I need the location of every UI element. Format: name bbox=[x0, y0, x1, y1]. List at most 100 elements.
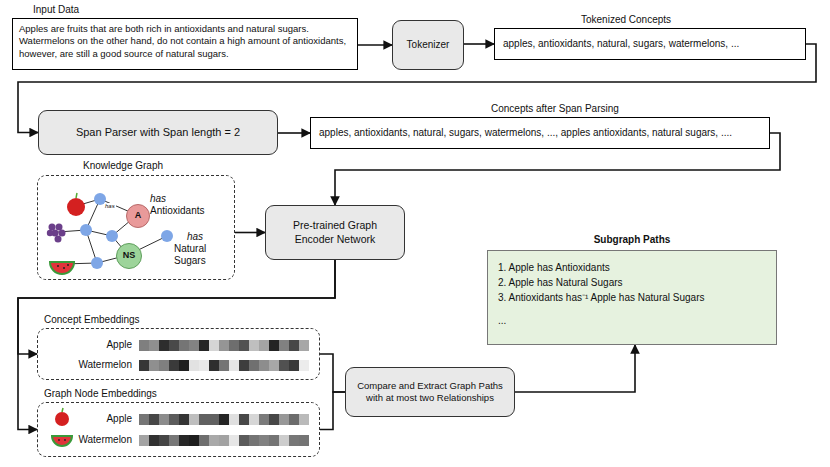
embedding-cell bbox=[249, 340, 259, 351]
node-text: Compare and Extract Graph Paths with at … bbox=[352, 380, 508, 404]
embedding-cell bbox=[219, 435, 229, 446]
embedding-cell bbox=[259, 414, 269, 425]
graph-nodes bbox=[80, 193, 173, 269]
embedding-cell bbox=[239, 340, 249, 351]
node-box: Concepts after Span Parsingapples, antio… bbox=[310, 117, 770, 149]
node-box: Compare and Extract Graph Paths with at … bbox=[345, 367, 515, 417]
node-box: A bbox=[126, 204, 150, 228]
embedding-cell bbox=[239, 435, 249, 446]
embedding-cell bbox=[269, 360, 279, 371]
node-text: Watermelon bbox=[62, 434, 132, 445]
embedding-cell bbox=[159, 360, 169, 371]
embedding-cell bbox=[149, 414, 159, 425]
connector-arrow bbox=[18, 260, 335, 354]
graph-label: has bbox=[104, 203, 116, 210]
heading-text: Input Data bbox=[33, 4, 79, 15]
node-box: Subgraph Paths1. Apple has Antioxidants2… bbox=[487, 250, 777, 345]
embedding-cell bbox=[249, 435, 259, 446]
embedding-cell bbox=[269, 414, 279, 425]
embedding-cell bbox=[159, 435, 169, 446]
embedding-cell bbox=[199, 435, 209, 446]
embedding-cell bbox=[229, 435, 239, 446]
watermelon-icon bbox=[50, 262, 74, 274]
node-box: Tokenizer bbox=[392, 20, 464, 70]
embedding-cell bbox=[169, 414, 179, 425]
embedding-cell bbox=[189, 340, 199, 351]
node-box: Graph Node EmbeddingsAppleWatermelon bbox=[37, 402, 320, 457]
node-text: 2. Apple has Natural Sugars bbox=[498, 275, 766, 290]
node-box: NS bbox=[116, 243, 142, 269]
embedding-cell bbox=[249, 360, 259, 371]
embedding-cell bbox=[289, 340, 299, 351]
embedding-cell bbox=[249, 414, 259, 425]
embedding-cell bbox=[209, 414, 219, 425]
embedding-cell bbox=[299, 435, 309, 446]
embedding-cell bbox=[239, 414, 249, 425]
heading-text: Subgraph Paths bbox=[488, 234, 776, 245]
embedding-cell bbox=[139, 414, 149, 425]
embedding-cell bbox=[219, 360, 229, 371]
embedding-cell bbox=[229, 360, 239, 371]
embedding-cell bbox=[239, 360, 249, 371]
embedding-cell bbox=[179, 435, 189, 446]
embedding-cell bbox=[179, 360, 189, 371]
watermelon-icon bbox=[52, 436, 72, 446]
grapes-icon bbox=[47, 224, 66, 243]
connector-arrow bbox=[515, 345, 635, 392]
node-text: ... bbox=[498, 315, 766, 328]
connector-arrow bbox=[320, 354, 345, 392]
embedding-cell bbox=[209, 360, 219, 371]
embedding-cell bbox=[189, 360, 199, 371]
embedding-cell bbox=[289, 360, 299, 371]
embedding-cell bbox=[219, 340, 229, 351]
node-text: 3. Antioxidants has⁻¹ Apple has Natural … bbox=[498, 290, 766, 305]
embedding-cell bbox=[299, 360, 309, 371]
heading-text: Tokenized Concepts bbox=[581, 14, 671, 25]
embedding-cell bbox=[229, 414, 239, 425]
embedding-cell bbox=[229, 340, 239, 351]
embedding-cell bbox=[219, 414, 229, 425]
node-text: apples, antioxidants, natural, sugars, w… bbox=[495, 38, 747, 51]
node-text: NS bbox=[123, 250, 136, 261]
embedding-cell bbox=[139, 340, 149, 351]
node-text: 1. Apple has Antioxidants bbox=[498, 260, 766, 275]
apple-icon bbox=[55, 408, 69, 426]
embedding-cell bbox=[199, 414, 209, 425]
embedding-bars bbox=[139, 340, 309, 446]
node-text: Apple bbox=[38, 339, 132, 350]
embedding-cell bbox=[169, 435, 179, 446]
embedding-cell bbox=[279, 340, 289, 351]
node-text: Watermelon bbox=[38, 359, 132, 370]
node-text: apples, antioxidants, natural, sugars, w… bbox=[311, 127, 740, 140]
embedding-cell bbox=[209, 435, 219, 446]
node-text: Pre-trained Graph Encoder Network bbox=[272, 219, 398, 245]
embedding-cell bbox=[199, 340, 209, 351]
embedding-cell bbox=[199, 360, 209, 371]
connector-arrow bbox=[358, 44, 392, 46]
connector-arrow bbox=[18, 260, 335, 430]
heading-text: Graph Node Embeddings bbox=[44, 388, 157, 399]
connector-arrow bbox=[320, 392, 345, 430]
embedding-cell bbox=[169, 340, 179, 351]
embedding-cell bbox=[179, 340, 189, 351]
embedding-cell bbox=[279, 360, 289, 371]
embedding-cell bbox=[139, 360, 149, 371]
apple-icon bbox=[67, 193, 85, 216]
embedding-cell bbox=[269, 435, 279, 446]
embedding-cell bbox=[259, 360, 269, 371]
node-text: A bbox=[135, 210, 142, 221]
embedding-cell bbox=[149, 360, 159, 371]
embedding-cell bbox=[189, 435, 199, 446]
node-box: Input DataApples are fruits that are bot… bbox=[12, 18, 358, 70]
embedding-cell bbox=[169, 360, 179, 371]
graph-label: Antioxidants bbox=[150, 205, 204, 217]
embedding-cell bbox=[299, 414, 309, 425]
embedding-cell bbox=[279, 414, 289, 425]
embedding-cell bbox=[149, 340, 159, 351]
embedding-cell bbox=[259, 435, 269, 446]
node-text: Tokenizer bbox=[407, 39, 450, 52]
embedding-cell bbox=[259, 340, 269, 351]
embedding-cell bbox=[299, 340, 309, 351]
heading-text: Concepts after Span Parsing bbox=[491, 103, 619, 114]
